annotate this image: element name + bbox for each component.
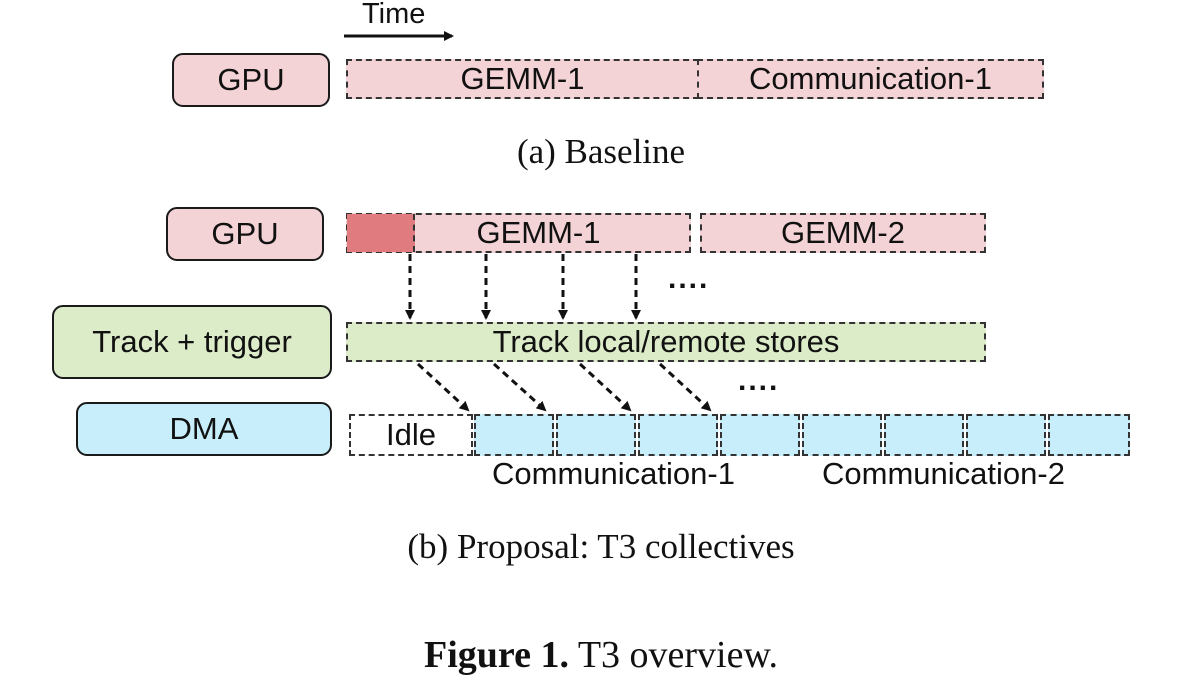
dma-comm2-chunk-4: [1048, 414, 1130, 456]
dma-comm2-chunk-1: [802, 414, 882, 456]
gemm1-active-chunk: [347, 214, 415, 252]
proposal-gemm2-text: GEMM-2: [781, 215, 905, 250]
track-trigger-label: Track + trigger: [52, 305, 332, 379]
track-ellipsis: ....: [738, 364, 780, 397]
dma-comm2-chunk-3: [966, 414, 1046, 456]
baseline-comm-bar: Communication-1: [697, 59, 1044, 99]
proposal-caption: (b) Proposal: T3 collectives: [407, 527, 795, 566]
dma-comm1-chunk-4: [720, 414, 800, 456]
dma-idle-text: Idle: [386, 417, 436, 452]
dma-arrow-1: [416, 362, 470, 412]
dma-comm1-label: Communication-1: [492, 456, 735, 491]
dma-comm2-label: Communication-2: [822, 456, 1065, 491]
figure-caption: Figure 1. T3 overview.: [0, 633, 1202, 677]
figure-number: Figure 1.: [424, 634, 569, 676]
proposal-gpu-text: GPU: [211, 216, 279, 251]
baseline-gpu-text: GPU: [217, 62, 285, 97]
dma-arrow-3: [578, 362, 632, 412]
proposal-gemm1-text: GEMM-1: [476, 215, 601, 250]
dma-label: DMA: [76, 402, 332, 456]
track-stores-bar: Track local/remote stores: [346, 322, 986, 362]
baseline-gemm-bar: GEMM-1: [346, 59, 699, 99]
figure-title: T3 overview.: [577, 634, 778, 676]
track-trigger-text: Track + trigger: [92, 324, 292, 359]
dma-comm2-chunk-2: [884, 414, 964, 456]
track-stores-text: Track local/remote stores: [492, 324, 840, 359]
dma-comm1-chunk-1: [474, 414, 554, 456]
proposal-gpu-label: GPU: [166, 207, 324, 261]
gpu-ellipsis: ....: [668, 262, 710, 295]
baseline-caption: (a) Baseline: [516, 132, 686, 171]
dma-arrow-2: [492, 362, 547, 412]
time-label: Time: [362, 0, 426, 30]
dma-comm1-chunk-2: [556, 414, 636, 456]
baseline-gpu-label: GPU: [172, 53, 330, 107]
proposal-gemm2-bar: GEMM-2: [700, 213, 986, 253]
baseline-gemm-text: GEMM-1: [460, 61, 585, 96]
dma-comm1-chunk-3: [638, 414, 718, 456]
dma-text: DMA: [169, 411, 239, 446]
dma-arrow-4: [658, 362, 712, 412]
baseline-comm-text: Communication-1: [749, 61, 992, 96]
dma-idle-block: Idle: [349, 414, 473, 456]
